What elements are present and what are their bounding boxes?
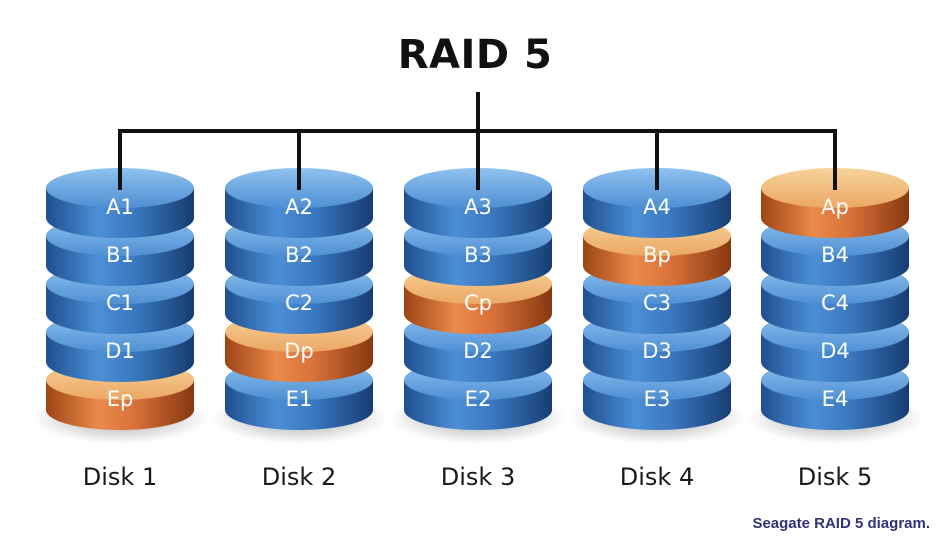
block-label: B1 xyxy=(106,243,134,267)
disk-label-1: Disk 1 xyxy=(82,463,158,491)
block-label: B3 xyxy=(464,243,492,267)
data-block-a2: A2 xyxy=(225,168,373,238)
block-label: E2 xyxy=(465,387,492,411)
disk-stack-2: E1 Dp C2 B2 A2 xyxy=(211,168,387,444)
block-label: E3 xyxy=(644,387,671,411)
connector-lines xyxy=(118,92,837,190)
data-block-a4: A4 xyxy=(583,168,731,238)
block-label: Cp xyxy=(464,291,492,315)
block-label: B4 xyxy=(821,243,849,267)
block-label: A4 xyxy=(643,195,671,219)
disk-stack-1: Ep D1 C1 B1 A1 xyxy=(32,168,208,444)
block-label: C2 xyxy=(285,291,313,315)
disk-label-4: Disk 4 xyxy=(619,463,695,491)
block-label: C3 xyxy=(643,291,671,315)
block-label: D3 xyxy=(642,339,672,363)
block-label: Dp xyxy=(284,339,314,363)
disk-stack-3: E2 D2 Cp B3 A3 xyxy=(390,168,566,444)
block-label: E4 xyxy=(822,387,849,411)
diagram-title: RAID 5 xyxy=(397,32,553,78)
disk-stack-5: E4 D4 C4 B4 Ap xyxy=(747,168,923,444)
disk-label-3: Disk 3 xyxy=(440,463,516,491)
block-label: Ap xyxy=(821,195,849,219)
disk-label-2: Disk 2 xyxy=(261,463,337,491)
block-label: Ep xyxy=(107,387,134,411)
block-label: D4 xyxy=(820,339,850,363)
block-label: A1 xyxy=(106,195,134,219)
block-label: Bp xyxy=(643,243,671,267)
disk-stack-4: E3 D3 C3 Bp A4 xyxy=(569,168,745,444)
block-label: E1 xyxy=(286,387,313,411)
block-label: A2 xyxy=(285,195,313,219)
block-label: C1 xyxy=(106,291,134,315)
block-label: D1 xyxy=(105,339,135,363)
block-label: D2 xyxy=(463,339,493,363)
block-label: A3 xyxy=(464,195,492,219)
block-label: B2 xyxy=(285,243,313,267)
block-label: C4 xyxy=(821,291,849,315)
disk-label-5: Disk 5 xyxy=(797,463,873,491)
figure-caption: Seagate RAID 5 diagram. xyxy=(752,515,930,532)
